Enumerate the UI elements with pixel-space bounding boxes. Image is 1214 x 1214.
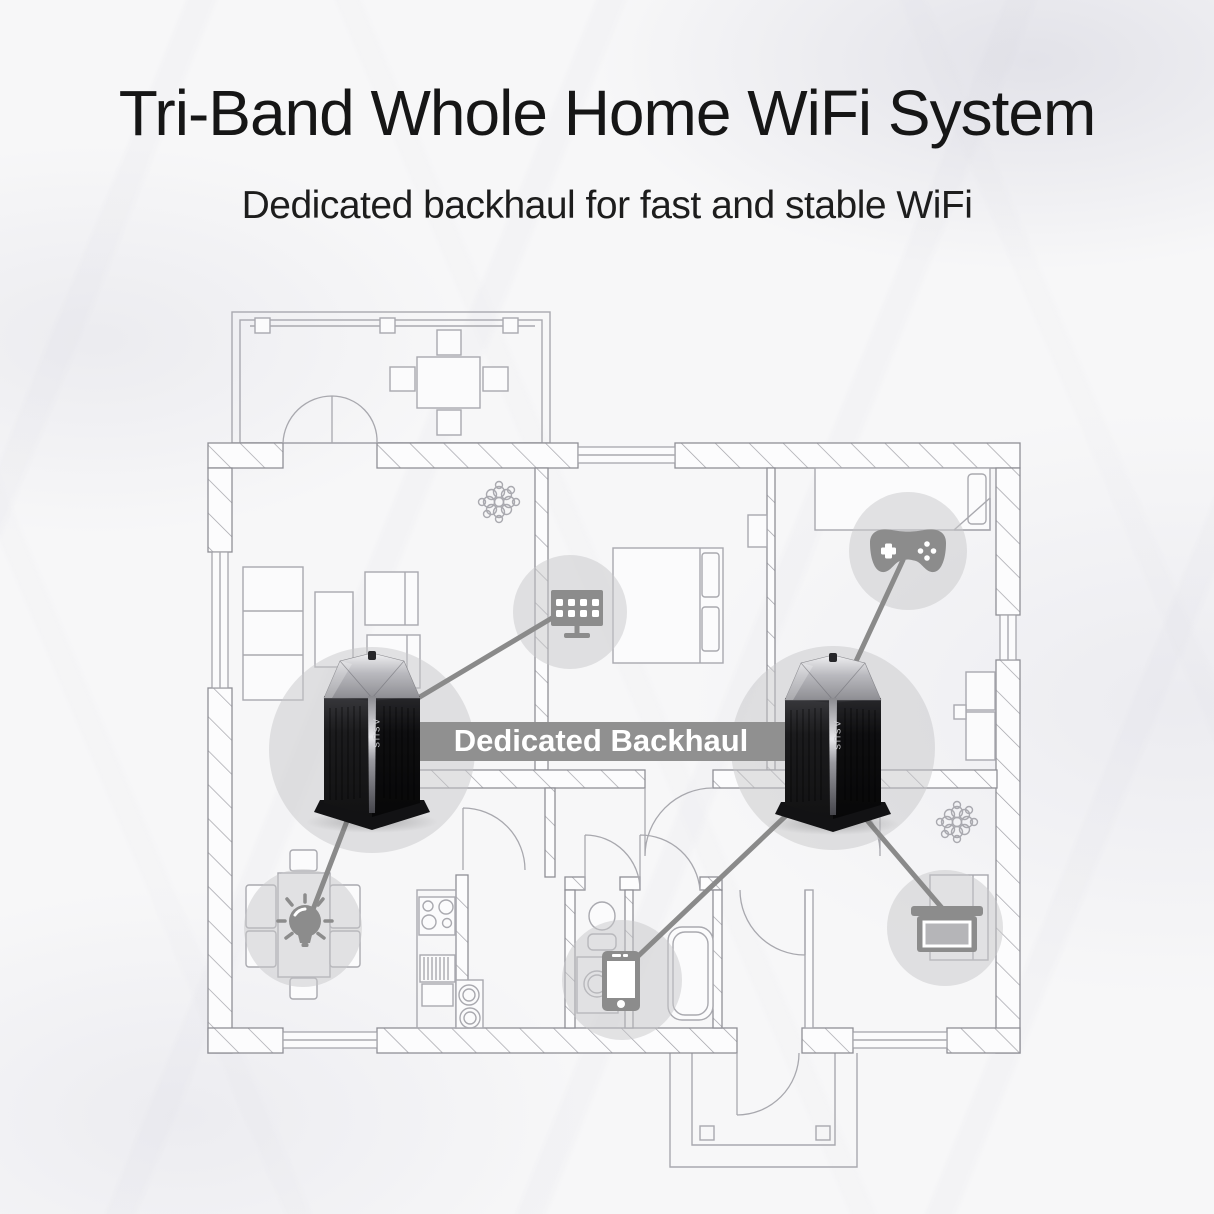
page-title: Tri-Band Whole Home WiFi System xyxy=(118,77,1097,149)
terrace xyxy=(231,311,551,444)
backhaul-label: Dedicated Backhaul xyxy=(454,723,749,758)
sink xyxy=(455,979,484,1029)
stove-icon xyxy=(418,896,456,936)
wardrobe xyxy=(953,671,996,761)
gamepad-icon xyxy=(870,529,946,573)
smartphone-icon xyxy=(602,951,640,1011)
page-subtitle: Dedicated backhaul for fast and stable W… xyxy=(241,184,973,227)
laptop-icon xyxy=(911,906,983,952)
doors xyxy=(282,395,881,1116)
porch xyxy=(669,1053,858,1168)
bed xyxy=(612,547,724,664)
lightbulb-icon xyxy=(276,893,334,947)
nightstand xyxy=(747,514,768,548)
railing-post xyxy=(254,317,271,334)
railing-post xyxy=(502,317,519,334)
sofa xyxy=(242,566,304,701)
railing-post xyxy=(379,317,396,334)
connection-line-phone xyxy=(631,807,795,963)
patio-table xyxy=(389,329,509,436)
tv-icon xyxy=(551,590,603,638)
connection-line-tv xyxy=(395,615,555,713)
windows xyxy=(211,446,1017,1049)
kitchen-counter xyxy=(416,889,484,1029)
outer-walls xyxy=(207,442,1021,1054)
